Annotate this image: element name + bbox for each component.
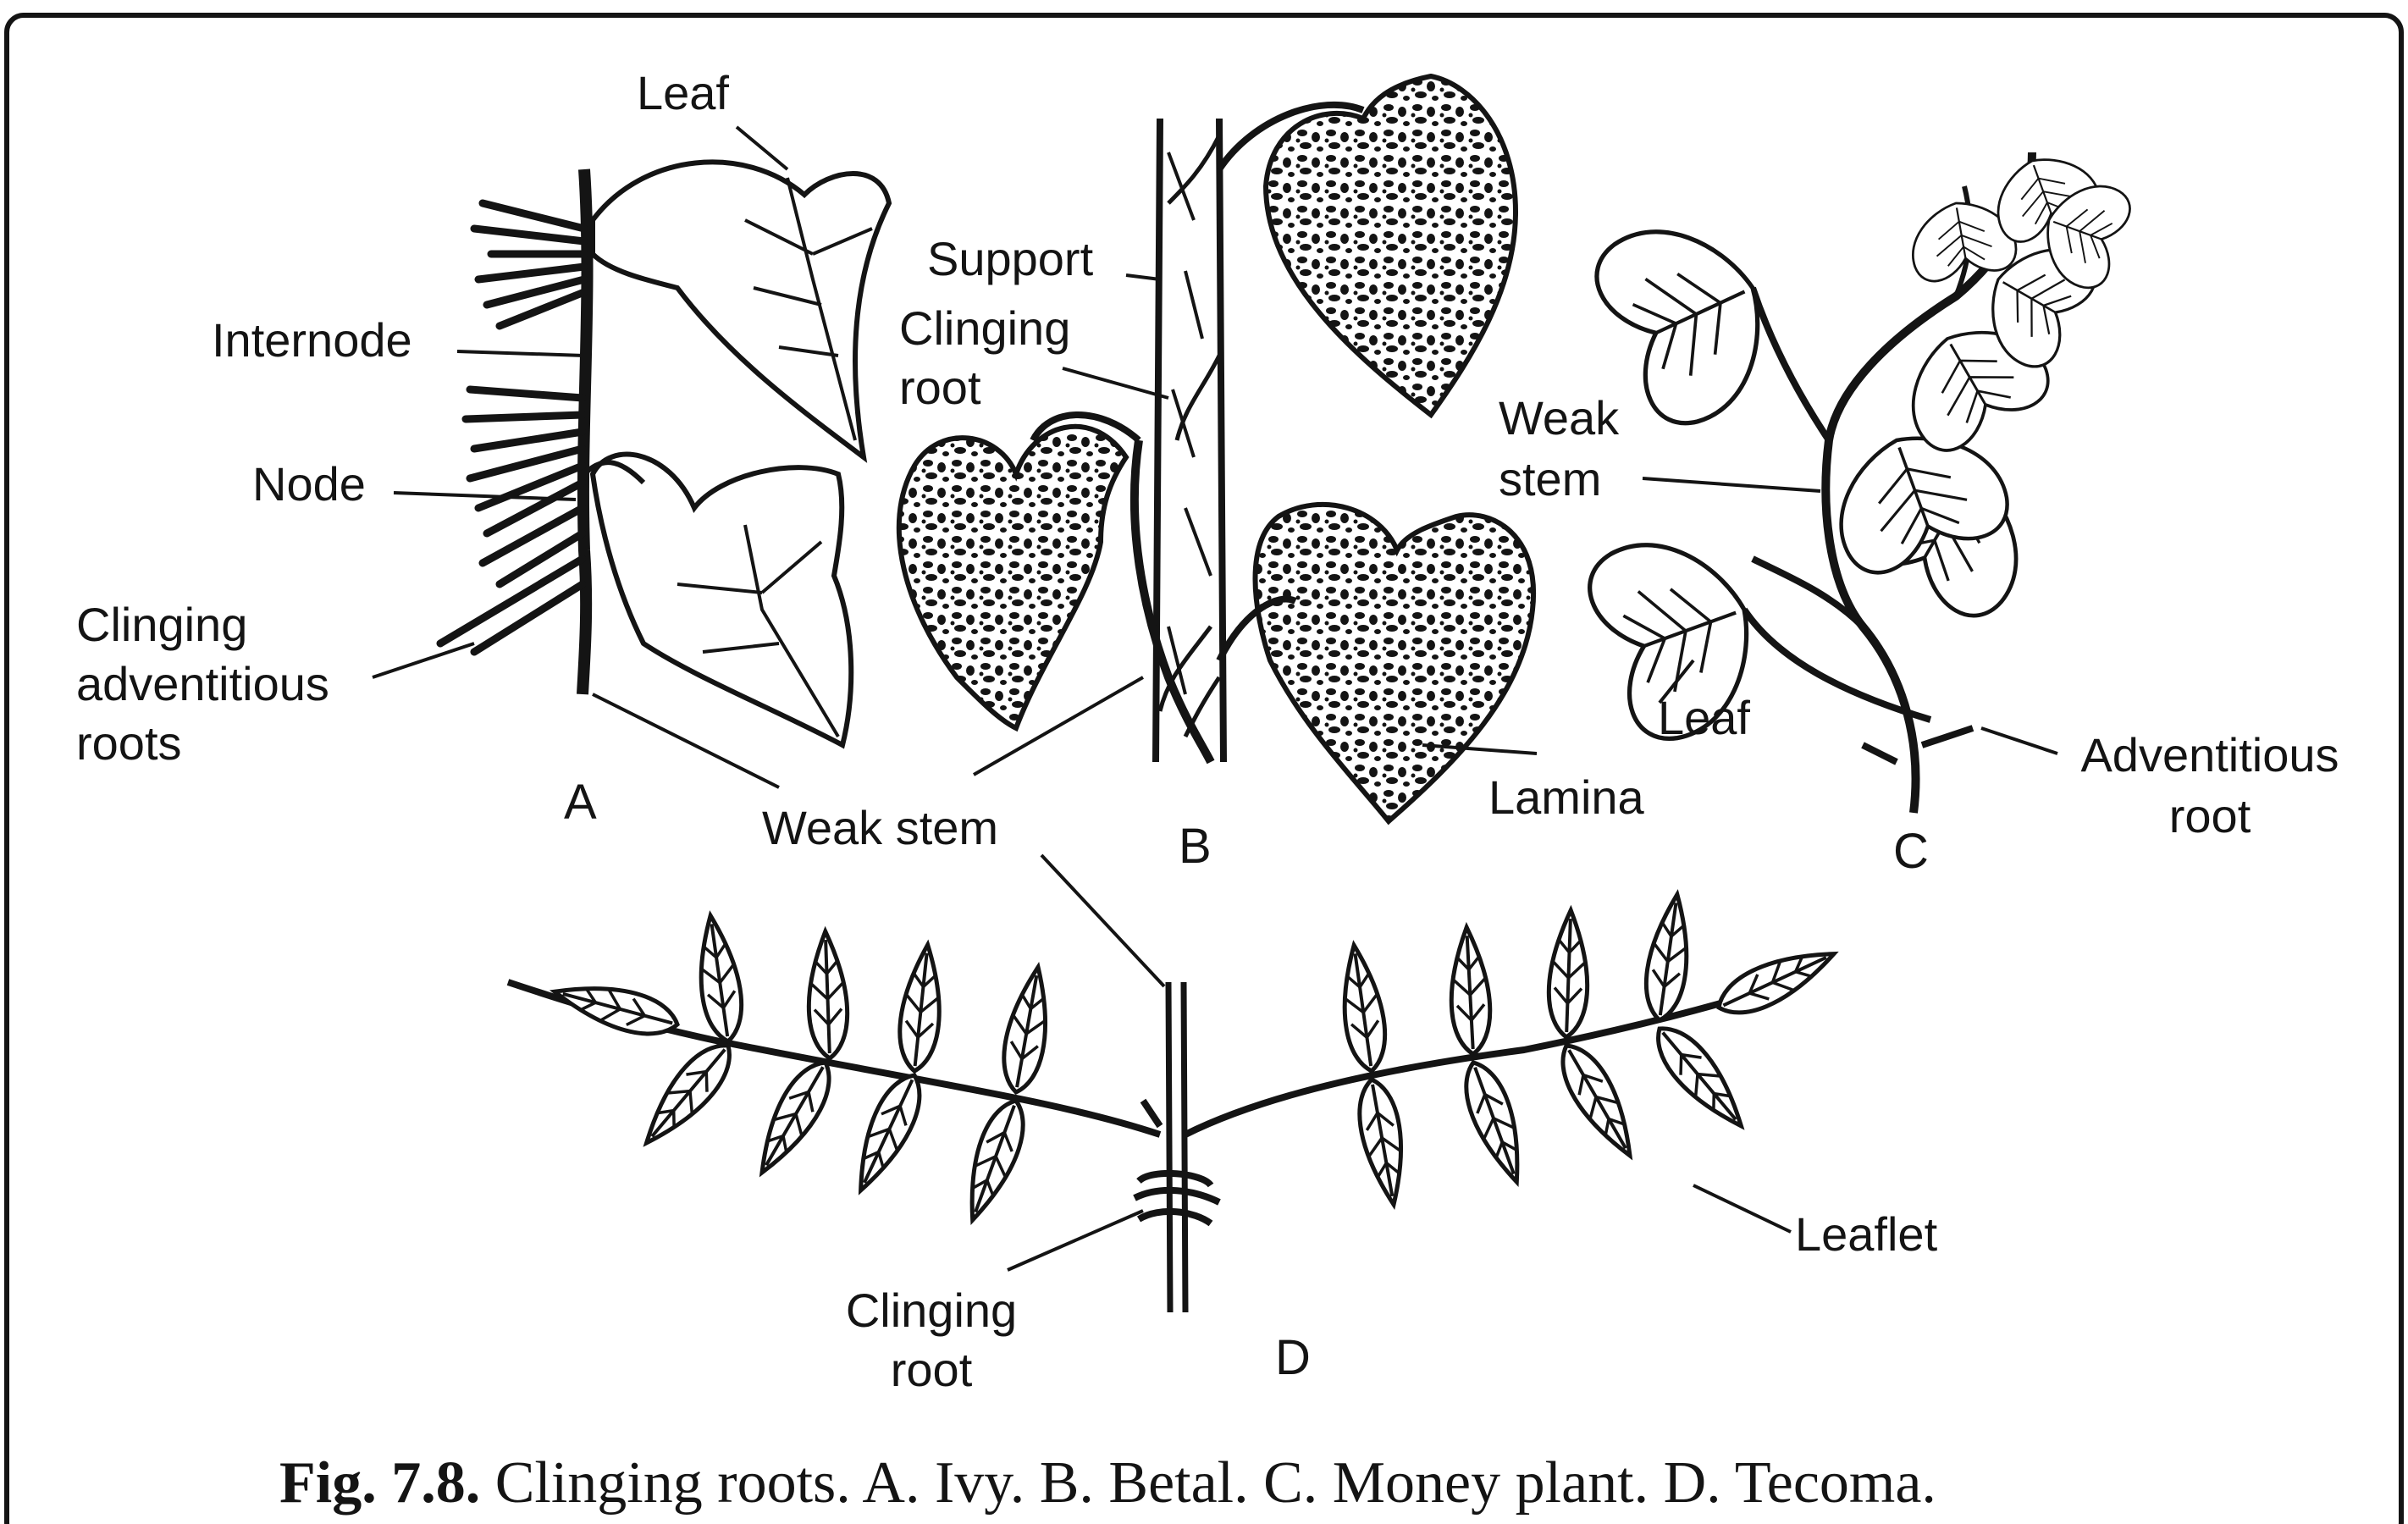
- label-weak-stem-c-1: Weak: [1499, 389, 1619, 447]
- figure-caption-label: Fig. 7.8.: [279, 1450, 480, 1516]
- label-adventitious-root-2: root: [2066, 787, 2354, 845]
- leader-clinging-root-b: [1063, 368, 1168, 398]
- label-leaflet: Leaflet: [1795, 1206, 1937, 1263]
- ivy-illustration: [440, 162, 889, 745]
- ivy-leaf-upper: [593, 162, 889, 457]
- tecoma-leaflet: [1448, 926, 1493, 1055]
- label-clinging-adventitious-roots-1: Clinging: [76, 596, 247, 654]
- tecoma-leaflet: [1645, 1016, 1756, 1138]
- ivy-root-tuft-lower: [440, 389, 583, 652]
- tecoma-clinging-root: [1135, 1101, 1219, 1223]
- label-support: Support: [927, 230, 1093, 288]
- tecoma-leaflet: [1549, 1036, 1646, 1166]
- leader-weak-stem-d: [1041, 855, 1164, 986]
- leader-adventitious-root: [1981, 728, 2057, 754]
- betal-clinging-roots: [1160, 135, 1219, 737]
- tecoma-leaflet: [1455, 1056, 1535, 1188]
- tecoma-leaflet: [632, 1033, 743, 1155]
- panel-letter-c: C: [1893, 823, 1929, 881]
- label-adventitious-root-1: Adventitious: [2066, 726, 2354, 784]
- label-weak-stem-shared: Weak stem: [762, 799, 998, 857]
- tecoma-leaflet: [1641, 892, 1697, 1023]
- tecoma-leaflet: [806, 930, 848, 1058]
- leader-lines: [373, 127, 2057, 1270]
- label-node: Node: [252, 456, 366, 513]
- tecoma-leaflet: [1710, 936, 1842, 1024]
- label-lamina: Lamina: [1488, 769, 1644, 826]
- tecoma-leaflet: [1335, 942, 1391, 1074]
- tecoma-stem: [1168, 982, 1185, 1312]
- leader-weak-stem-a: [593, 694, 779, 787]
- ivy-root-tuft-upper: [474, 203, 584, 326]
- leader-weak-stem-c: [1643, 478, 1820, 491]
- betal-illustration: [899, 76, 1533, 821]
- leader-clinging-adventitious-roots: [373, 643, 474, 677]
- panel-letter-a: A: [564, 774, 597, 831]
- betal-leaf-upper: [1266, 76, 1516, 415]
- label-clinging-root-b-1: Clinging: [899, 300, 1070, 357]
- figure-caption-text: Clinging roots. A. Ivy. B. Betal. C. Mon…: [495, 1450, 1936, 1516]
- tecoma-leaflet: [843, 1067, 931, 1198]
- tecoma-leaflet: [896, 942, 947, 1073]
- tecoma-leaflet: [745, 1053, 842, 1183]
- leader-support: [1126, 275, 1160, 279]
- tecoma-leaflet: [692, 913, 748, 1044]
- panel-letter-b: B: [1179, 818, 1212, 875]
- label-clinging-root-d-2: root: [813, 1341, 1050, 1399]
- leader-leaflet: [1693, 1185, 1791, 1232]
- leader-internode: [457, 351, 584, 356]
- tecoma-leaflet: [550, 973, 682, 1042]
- tecoma-illustration: [508, 892, 1842, 1312]
- label-clinging-root-d-1: Clinging: [813, 1282, 1050, 1339]
- panel-letter-d: D: [1275, 1329, 1311, 1387]
- tecoma-leaflet: [954, 1094, 1034, 1226]
- leader-node: [394, 493, 576, 500]
- label-leaf-c: Leaf: [1658, 689, 1750, 747]
- ivy-leaf-lower: [593, 455, 851, 745]
- figure-caption: Fig. 7.8. Clinging roots. A. Ivy. B. Bet…: [279, 1449, 1936, 1517]
- label-clinging-adventitious-roots-3: roots: [76, 715, 182, 772]
- tecoma-leaflet: [1547, 909, 1589, 1037]
- label-internode: Internode: [212, 312, 412, 369]
- figure-frame: [7, 15, 2401, 1524]
- label-clinging-adventitious-roots-2: adventitious: [76, 655, 329, 713]
- tecoma-leaflet: [997, 964, 1058, 1096]
- tecoma-leaflet: [1353, 1076, 1413, 1208]
- betal-leaf-middle: [899, 427, 1126, 728]
- label-weak-stem-c-2: stem: [1499, 450, 1601, 508]
- label-clinging-root-b-2: root: [899, 359, 981, 417]
- leader-clinging-root-d: [1008, 1211, 1143, 1270]
- label-ivy-leaf: Leaf: [637, 64, 729, 122]
